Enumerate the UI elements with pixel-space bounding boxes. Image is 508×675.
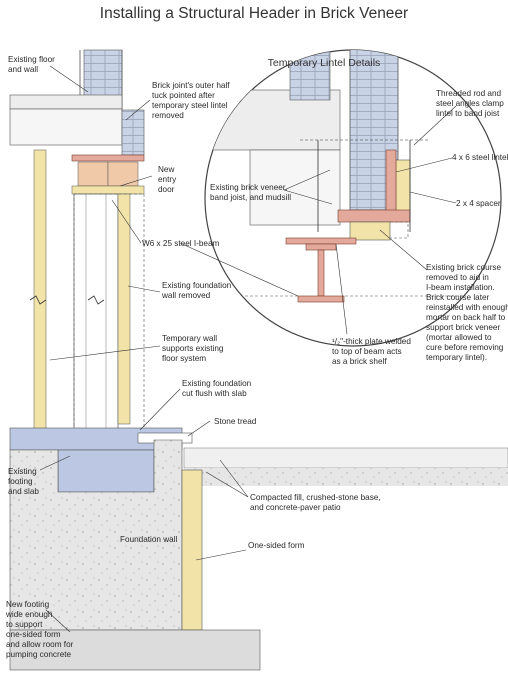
label-brick-course: Existing brick course removed to aid in … <box>426 263 508 362</box>
label-temp-wall: Temporary wall supports existing floor s… <box>162 334 226 363</box>
label-footing: Existing footing and slab <box>8 467 39 496</box>
temporary-wall-post <box>33 149 47 441</box>
label-cut-flush: Existing foundation cut flush with slab <box>182 379 253 398</box>
label-existing-floor: Existing floor and wall <box>8 55 57 74</box>
label-threaded-rod: Threaded rod and steel angles clamp lint… <box>436 89 506 118</box>
existing-footing <box>57 449 155 493</box>
label-foundation-wall: Foundation wall <box>120 535 178 544</box>
ibeam-flange <box>71 154 145 162</box>
label-compacted-fill: Compacted fill, crushed-stone base, and … <box>250 493 383 512</box>
label-stone-tread: Stone tread <box>214 417 257 426</box>
new-entry-door <box>73 193 119 441</box>
inset-spacer <box>395 159 411 219</box>
label-existing-brick: Existing brick veneer, band joist, and m… <box>210 183 291 202</box>
one-sided-form <box>181 469 203 631</box>
label-spacer: 2 x 4 spacer <box>456 199 501 208</box>
new-footing <box>9 629 261 671</box>
label-ibeam: W6 x 25 steel I-beam <box>142 239 220 248</box>
label-new-footing: New footing wide enough to support one-s… <box>5 600 76 659</box>
leader-lines <box>39 65 457 633</box>
label-one-sided-form: One-sided form <box>248 541 305 550</box>
inset-ibeam-web <box>317 249 325 297</box>
label-foundation-removed: Existing foundation wall removed <box>161 281 233 300</box>
inset-steel-lintel <box>385 149 397 221</box>
floor-system <box>9 94 123 110</box>
label-new-door: New entry door <box>158 165 178 194</box>
page-title: Installing a Structural Header in Brick … <box>100 5 408 22</box>
floor-joist <box>9 108 123 146</box>
label-plate: ¹/₂"-thick plate welded to top of beam a… <box>332 337 413 366</box>
labels: Existing floor and wall Brick joint's ou… <box>5 55 508 659</box>
label-steel-lintel: 4 x 6 steel lintel <box>452 153 508 162</box>
label-tuck-point: Brick joint's outer half tuck pointed af… <box>152 81 232 120</box>
section-drawing <box>9 49 508 671</box>
inset-title: Temporary Lintel Details <box>268 57 381 69</box>
patio <box>183 447 508 469</box>
